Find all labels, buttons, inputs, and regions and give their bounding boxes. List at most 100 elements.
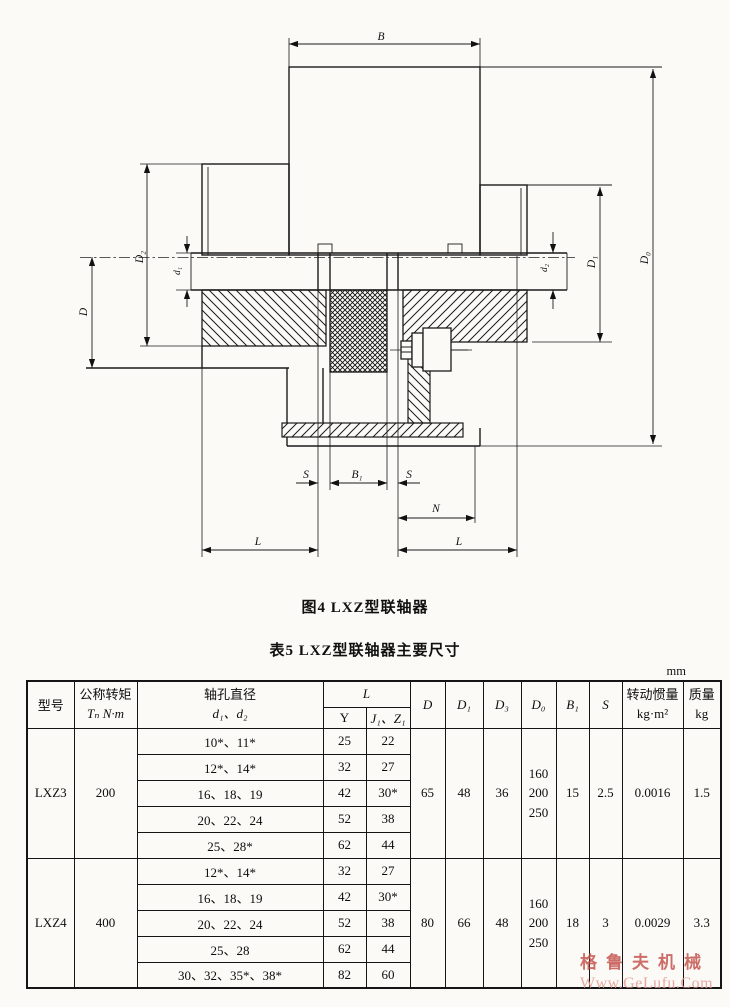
D0-value: 200 xyxy=(528,785,549,801)
left-keyway xyxy=(317,243,333,254)
Y-cell: 42 xyxy=(322,883,367,911)
dim-label-D1: D₁ xyxy=(586,256,598,269)
mass-cell: 3.3 xyxy=(682,857,722,989)
header-torque-title: 公称转矩 xyxy=(79,686,132,702)
inertia-cell: 0.0029 xyxy=(621,857,684,989)
header-torque-symbol: Tₙ N·m xyxy=(86,705,125,721)
header-D3: D₃ xyxy=(482,680,522,729)
dim-label-L-right: L xyxy=(455,536,462,548)
pin-bolt xyxy=(400,327,468,372)
Y-cell: 25 xyxy=(322,727,367,755)
Y-cell: 42 xyxy=(322,779,367,807)
D0-cell: 160 200 250 xyxy=(520,727,557,859)
header-mass-title: 质量 xyxy=(688,686,715,702)
J-cell: 60 xyxy=(365,961,411,989)
table-row: 20、22、24 52 38 xyxy=(27,805,721,833)
header-mass: 质量 kg xyxy=(682,680,722,729)
J-cell: 30* xyxy=(365,883,411,911)
dim-label-S-left: S xyxy=(303,469,309,481)
table-row: LXZ3 200 10*、11* 25 22 65 48 36 160 200 … xyxy=(26,727,722,859)
table-row: 25、28 62 44 xyxy=(27,935,721,963)
Y-cell: 62 xyxy=(322,831,367,859)
J-cell: 30* xyxy=(365,779,411,807)
J-cell: 44 xyxy=(365,935,411,963)
header-J1Z1: J₁、Z₁ xyxy=(365,706,411,729)
dimension-lines xyxy=(88,40,657,554)
table-row: 30、32、35*、38* 82 60 xyxy=(27,961,721,989)
dimensions-table: 型号 公称转矩 Tₙ N·m 轴孔直径 d₁、d₂ L D D₁ D₃ D₀ B… xyxy=(26,680,723,989)
dim-label-L-left: L xyxy=(254,536,261,548)
bore-cell: 12*、14* xyxy=(136,753,324,781)
B1-cell: 18 xyxy=(555,857,590,989)
mass-cell: 1.5 xyxy=(682,727,722,859)
dim-label-D0: D₀ xyxy=(639,252,651,265)
bore-cell: 25、28 xyxy=(136,935,324,963)
Y-cell: 32 xyxy=(322,857,367,885)
dim-label-D2: D₂ xyxy=(134,251,146,264)
dimension-labels: B D₂ d₁ D d₂ D₁ D₀ S B₁ S N L L xyxy=(78,31,651,548)
right-hub xyxy=(479,184,528,256)
Y-cell: 62 xyxy=(322,935,367,963)
bore-cell: 25、28* xyxy=(136,831,324,859)
elastic-element-section xyxy=(329,289,388,373)
bore-cell: 12*、14* xyxy=(136,857,324,885)
bore-cell: 10*、11* xyxy=(136,727,324,755)
bore-cell: 20、22、24 xyxy=(136,909,324,937)
D0-cell: 160 200 250 xyxy=(520,857,557,989)
D0-value: 250 xyxy=(528,934,549,950)
bore-cell: 16、18、19 xyxy=(136,883,324,911)
D0-value: 200 xyxy=(528,915,549,930)
header-D1: D₁ xyxy=(444,680,484,729)
D0-value: 160 xyxy=(528,895,549,911)
J-cell: 22 xyxy=(365,727,411,755)
S-cell: 3 xyxy=(588,857,623,989)
D3-cell: 48 xyxy=(482,857,522,989)
D1-cell: 66 xyxy=(444,857,484,989)
J-cell: 38 xyxy=(365,805,411,833)
header-bore: 轴孔直径 d₁、d₂ xyxy=(136,680,324,729)
bore-cell: 30、32、35*、38* xyxy=(136,961,324,989)
D-cell: 65 xyxy=(409,727,446,859)
D1-cell: 48 xyxy=(444,727,484,859)
header-row-1: 型号 公称转矩 Tₙ N·m 轴孔直径 d₁、d₂ L D D₁ D₃ D₀ B… xyxy=(26,680,722,729)
bore-cell: 20、22、24 xyxy=(136,805,324,833)
dim-label-N: N xyxy=(431,503,441,515)
table-row: 16、18、19 42 30* xyxy=(27,779,721,807)
torque-cell: 400 xyxy=(73,857,138,989)
model-cell: LXZ3 xyxy=(26,727,75,859)
J-cell: 27 xyxy=(365,753,411,781)
header-mass-unit: kg xyxy=(695,705,709,721)
model-cell: LXZ4 xyxy=(26,857,75,989)
coupling-section-drawing: B D₂ d₁ D d₂ D₁ D₀ S B₁ S N L L xyxy=(78,31,662,557)
dim-label-B: B xyxy=(377,31,384,43)
D-cell: 80 xyxy=(409,857,446,989)
dim-label-d1: d₁ xyxy=(173,267,183,275)
extension-lines xyxy=(140,38,662,557)
D3-cell: 36 xyxy=(482,727,522,859)
Y-cell: 82 xyxy=(322,961,367,989)
header-bore-title: 轴孔直径 xyxy=(203,686,256,702)
Y-cell: 32 xyxy=(322,753,367,781)
header-L: L xyxy=(322,680,411,708)
header-bore-symbol: d₁、d₂ xyxy=(212,705,248,721)
S-cell: 2.5 xyxy=(588,727,623,859)
coupling-outline xyxy=(86,66,662,447)
figure-caption: 图4 LXZ型联轴器 xyxy=(301,600,429,616)
header-D0: D₀ xyxy=(520,680,557,729)
inertia-cell: 0.0016 xyxy=(621,727,684,859)
section-hatching xyxy=(201,289,528,438)
table-row: LXZ4 400 12*、14* 32 27 80 66 48 160 200 … xyxy=(26,857,722,989)
J-cell: 38 xyxy=(365,909,411,937)
J-cell: 44 xyxy=(365,831,411,859)
header-D: D xyxy=(409,680,446,729)
D0-value: 160 xyxy=(528,765,549,781)
J-cell: 27 xyxy=(365,857,411,885)
header-model: 型号 xyxy=(26,680,75,729)
right-keyway xyxy=(447,243,463,254)
dim-label-d2: d₂ xyxy=(540,263,550,272)
header-S: S xyxy=(588,680,623,729)
unit-label: mm xyxy=(666,664,686,678)
B1-cell: 15 xyxy=(555,727,590,859)
header-B1: B₁ xyxy=(555,680,590,729)
